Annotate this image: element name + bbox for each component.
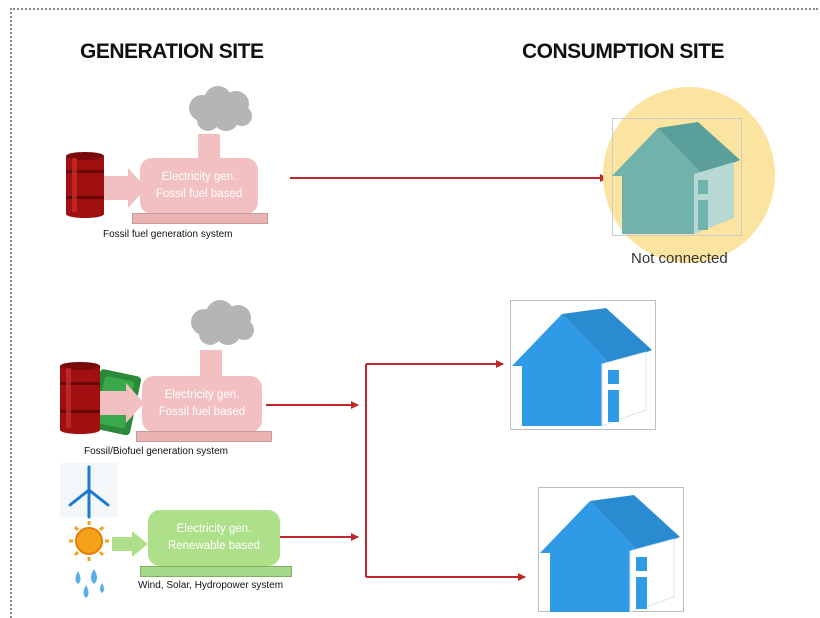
oil-barrel-icon [66, 152, 104, 218]
oil-barrel-icon [60, 362, 100, 434]
plant-base [136, 431, 272, 442]
input-arrow-icon [112, 531, 148, 557]
input-arrow-icon [100, 383, 144, 423]
renewable-plant: Electricity gen. Renewable based [148, 510, 280, 566]
consumption-site-heading: CONSUMPTION SITE [522, 40, 725, 63]
house-icon [512, 308, 652, 427]
system-caption-fossil: Fossil fuel generation system [103, 229, 233, 240]
smoke-cloud-icon [191, 300, 254, 345]
plant-chimney [198, 134, 220, 160]
plant-base [132, 213, 268, 224]
sun-rays [69, 521, 109, 561]
plant-label-line1: Electricity gen. [164, 389, 240, 401]
plant-chimney [200, 350, 222, 376]
house-status-label: Not connected [631, 250, 728, 267]
house-icon [540, 495, 680, 613]
diagram-frame [10, 8, 818, 618]
plant-base [140, 566, 292, 577]
smoke-cloud-icon [189, 86, 252, 131]
plant-label-line2: Renewable based [167, 540, 261, 552]
input-arrow-icon [104, 168, 146, 208]
fossil-plant-2: Electricity gen. Fossil fuel based [142, 376, 262, 432]
plant-label-line2: Fossil fuel based [158, 406, 246, 418]
system-caption-biofuel: Fossil/Biofuel generation system [84, 446, 228, 457]
plant-label-line1: Electricity gen. [176, 523, 252, 535]
fossil-plant-1: Electricity gen. Fossil fuel based [140, 158, 258, 214]
renewable-sources-icon [60, 463, 118, 603]
generation-site-heading: GENERATION SITE [80, 40, 264, 63]
plant-label-line2: Fossil fuel based [155, 188, 243, 200]
plant-label-line1: Electricity gen. [161, 171, 237, 183]
house-frame-1 [612, 118, 742, 236]
system-caption-renewable: Wind, Solar, Hydropower system [138, 580, 284, 591]
house-icon [612, 122, 740, 234]
water-drops-icon [60, 565, 118, 603]
